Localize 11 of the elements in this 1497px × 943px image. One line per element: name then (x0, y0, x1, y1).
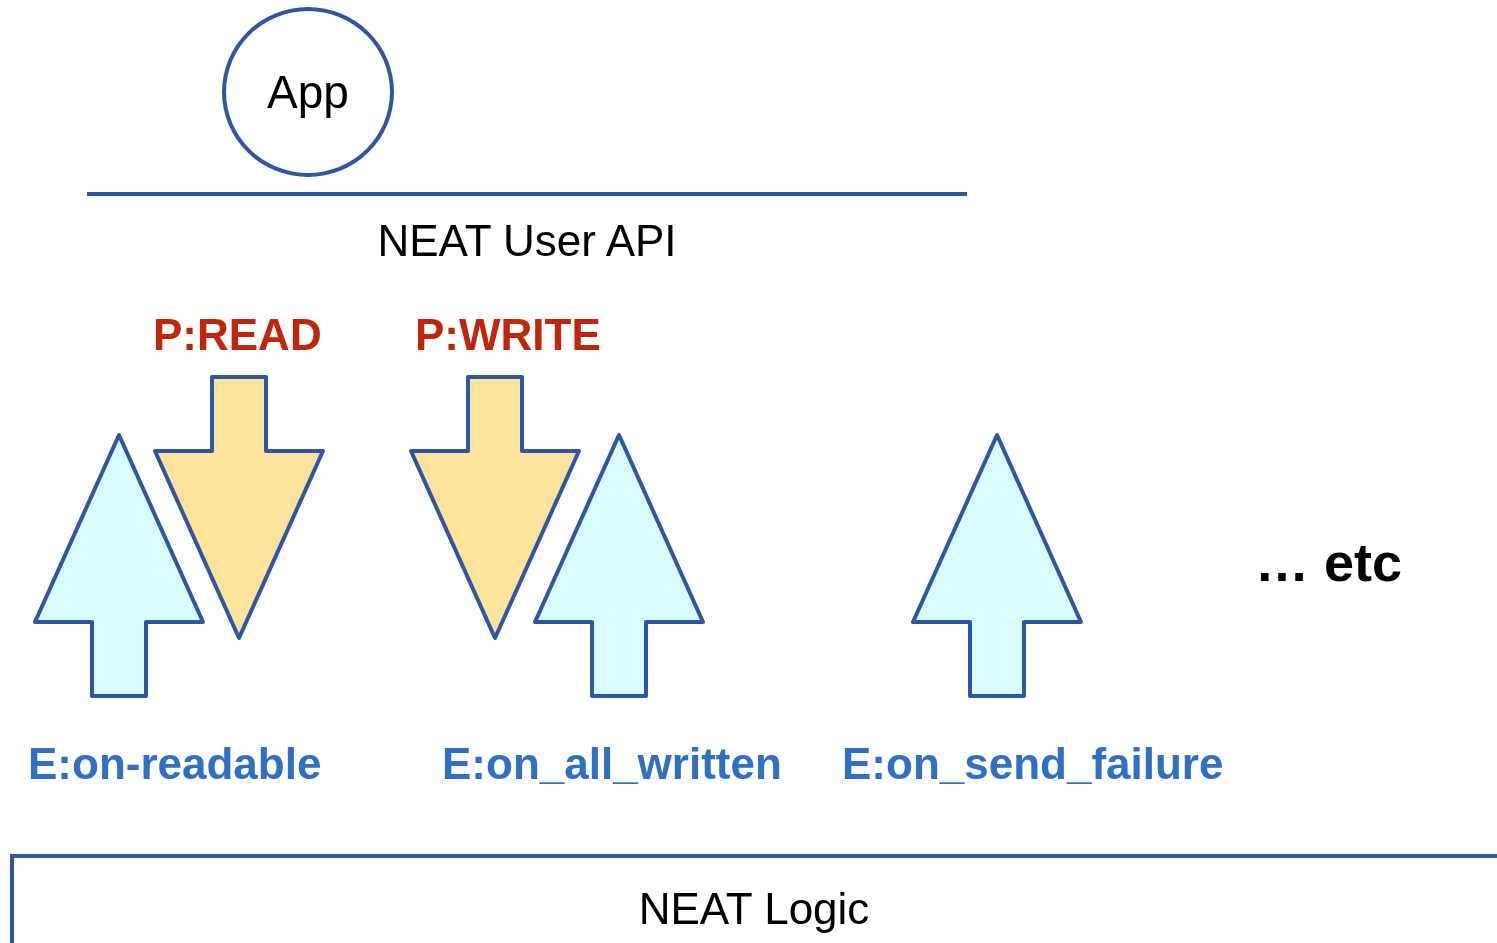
arrow-caption: E:on_all_written (442, 742, 782, 786)
note-text: … etc (1255, 535, 1403, 589)
arrow-caption: P:WRITE (415, 313, 601, 357)
node-text: App (267, 65, 349, 119)
logic-layer-box (10, 854, 1497, 943)
arrow-caption: E:on_send_failure (842, 742, 1224, 786)
layer-label: NEAT User API (377, 216, 677, 266)
arrow-caption: P:READ (153, 313, 322, 357)
app-circle (222, 7, 394, 177)
layer-label: NEAT Logic (638, 884, 870, 934)
arrow-caption: E:on-readable (28, 742, 322, 786)
